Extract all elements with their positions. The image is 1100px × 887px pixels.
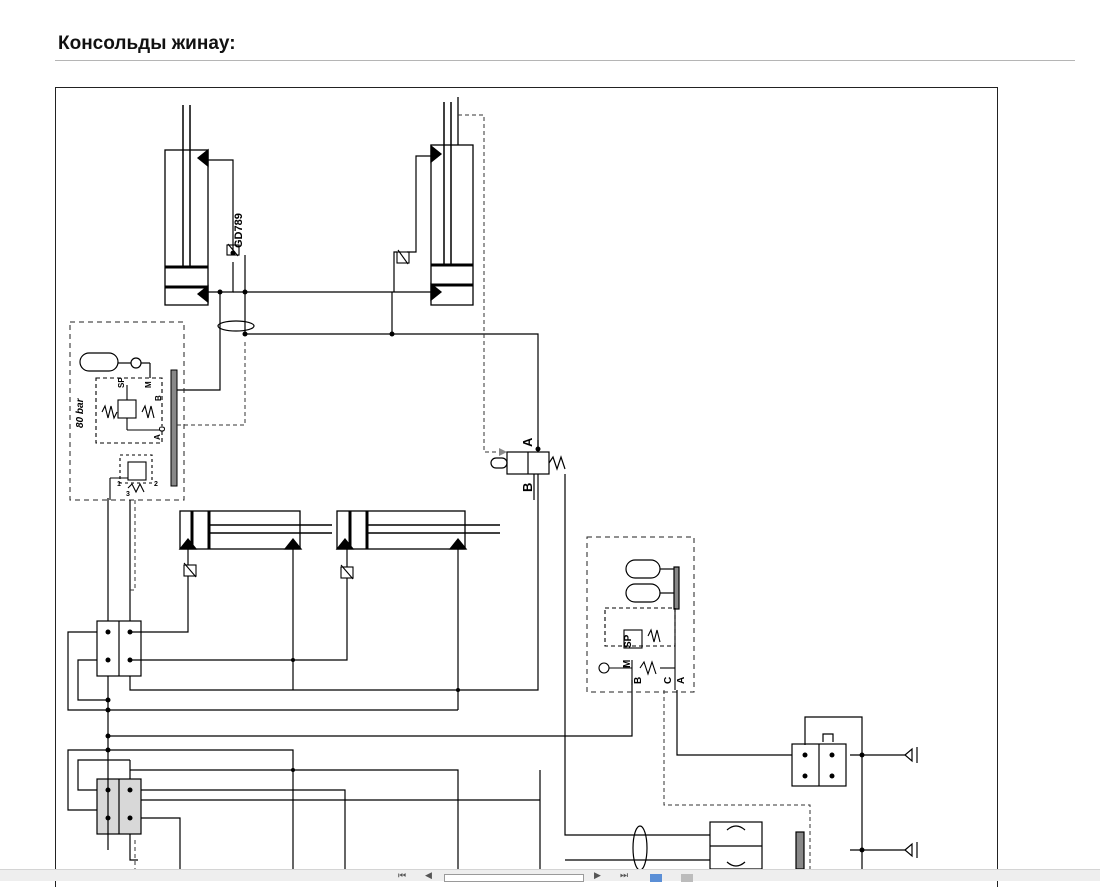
prev-page-icon[interactable]: ◀ bbox=[425, 871, 432, 881]
cylinder-horizontal-1 bbox=[178, 510, 332, 550]
port-label-m-left: M bbox=[144, 381, 153, 388]
accumulator-left bbox=[79, 352, 151, 378]
diagram-frame bbox=[55, 87, 998, 887]
cylinder-right-vertical bbox=[430, 97, 474, 306]
port-label-sp-left: SP bbox=[117, 377, 126, 388]
pilot-line-dashed-right bbox=[663, 690, 811, 869]
pilot-line-dashed bbox=[458, 114, 507, 456]
port-label-a-right: A bbox=[676, 677, 687, 684]
page-title: Консольды жинау: bbox=[58, 33, 236, 54]
main-piping bbox=[67, 474, 710, 869]
relief-valve-right bbox=[598, 607, 676, 690]
first-page-icon[interactable]: ⏮ bbox=[398, 871, 407, 881]
export-icon[interactable] bbox=[650, 874, 662, 882]
accumulator-group-box bbox=[586, 536, 695, 693]
top-junctions bbox=[217, 250, 395, 337]
port-label-c-left: C bbox=[158, 426, 167, 432]
port-label-a-left: A bbox=[153, 434, 162, 440]
relief-valve-left bbox=[95, 377, 163, 444]
port-label-1: 1 bbox=[117, 481, 121, 488]
junction-a bbox=[535, 446, 541, 452]
main-junctions bbox=[105, 658, 460, 772]
throttle-valve-gd789 bbox=[226, 243, 240, 257]
port-label-m-right: M bbox=[622, 660, 633, 668]
pump-motor-unit bbox=[632, 821, 805, 869]
return-line-dashed-left bbox=[177, 340, 246, 426]
port-label-b-right: B bbox=[633, 677, 644, 684]
print-icon[interactable] bbox=[681, 874, 693, 882]
valve-label-gd789: GD789 bbox=[233, 213, 245, 248]
check-valves-right bbox=[904, 747, 918, 858]
pressure-valve-small bbox=[109, 454, 153, 500]
accumulators-right bbox=[625, 559, 680, 610]
cylinder-left-vertical bbox=[164, 105, 209, 306]
port-label-3: 3 bbox=[126, 491, 130, 498]
right-block-dots bbox=[802, 752, 865, 853]
pilot-line-dashed-left bbox=[130, 500, 136, 591]
valve-block-upper bbox=[96, 620, 142, 677]
manifold-bar-left bbox=[170, 369, 178, 487]
port-label-c-right: C bbox=[663, 677, 674, 684]
port-label-b-left: B bbox=[154, 395, 163, 401]
right-piping bbox=[676, 690, 905, 869]
throttle-valve-right bbox=[396, 249, 410, 265]
next-page-icon[interactable]: ▶ bbox=[594, 871, 601, 881]
pressure-label-80bar: 80 bar bbox=[75, 397, 86, 428]
valve-port-a: A bbox=[520, 437, 535, 447]
hydraulic-diagram: GD789 80 bar SP M B A C 1 2 3 bbox=[67, 97, 918, 869]
valve-block-dots bbox=[105, 629, 133, 821]
last-page-icon[interactable]: ⏭ bbox=[620, 871, 629, 881]
cylinder-horizontal-2 bbox=[335, 510, 500, 550]
port-label-sp-right: SP bbox=[623, 634, 634, 648]
pressure-group-box bbox=[69, 321, 185, 501]
valve-block-lower bbox=[96, 778, 142, 835]
port-label-2: 2 bbox=[154, 481, 158, 488]
heading-divider bbox=[55, 60, 1075, 61]
throttle-valves-horizontal bbox=[183, 562, 354, 580]
pdf-toolbar: ⏮ ◀ ▶ ⏭ bbox=[0, 869, 1100, 882]
top-piping bbox=[174, 155, 539, 452]
valve-port-b: B bbox=[520, 483, 535, 492]
